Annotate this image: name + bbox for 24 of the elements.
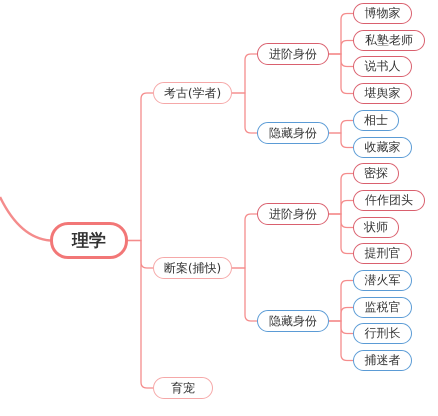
leaf-box: 密探: [353, 163, 399, 184]
topic-box: 进阶身份: [257, 43, 329, 65]
topic-box: 考古(学者): [153, 82, 232, 104]
leaf-box: 状师: [353, 217, 399, 238]
leaf-box: 提刑官: [353, 243, 412, 264]
leaf-box: 堪舆家: [353, 83, 412, 104]
leaf-box: 行刑长: [353, 323, 412, 344]
leaf-box: 潜火军: [353, 270, 412, 291]
leaf-box: 收藏家: [353, 137, 412, 158]
topic-box: 进阶身份: [257, 203, 329, 225]
connector-line: [329, 132, 353, 148]
topic-box: 隐藏身份: [257, 310, 329, 332]
root-topic: 理学: [50, 222, 128, 259]
leaf-box: 捕迷者: [353, 350, 412, 371]
topic-box: 隐藏身份: [257, 122, 329, 144]
leaf-box: 说书人: [353, 56, 412, 77]
leaf-box: 仵作团头: [353, 190, 425, 211]
leaf-box: 私塾老师: [353, 30, 425, 51]
leaf-box: 相士: [353, 110, 399, 131]
connector-line: [0, 196, 50, 242]
leaf-box: 博物家: [353, 3, 412, 24]
topic-box: 育宠: [153, 377, 213, 399]
topic-box: 断案(捕快): [153, 257, 232, 279]
leaf-box: 监税官: [353, 297, 412, 318]
